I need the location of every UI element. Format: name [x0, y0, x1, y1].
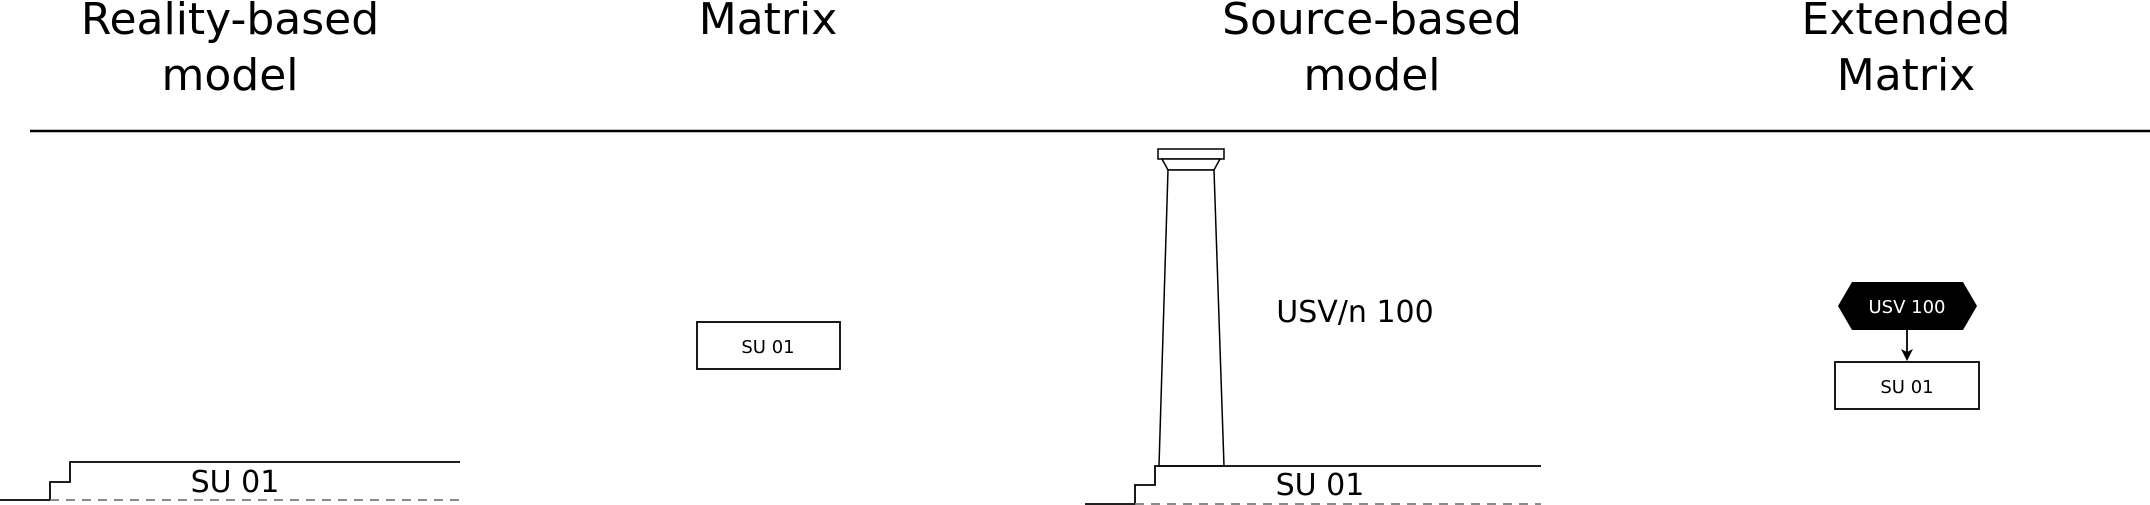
extended-usv-label: USV 100: [1869, 297, 1946, 318]
extended-su-box: [1834, 361, 1980, 410]
source-stratum-line: [1085, 465, 1541, 505]
column-echinus: [1160, 158, 1222, 171]
reality-model-diagram: SU 01: [0, 461, 460, 501]
matrix-su-box: [696, 321, 841, 370]
reality-su-label: SU 01: [191, 465, 280, 500]
source-model-diagram: USV/n 100 SU 01: [1085, 148, 1541, 505]
matrix-su-node: SU 01: [696, 321, 841, 370]
source-usv-label: USV/n 100: [1276, 295, 1433, 330]
column-abacus: [1157, 148, 1225, 160]
extended-su-label: SU 01: [1880, 377, 1933, 398]
column-shaft: [1158, 169, 1225, 467]
extended-matrix-diagram: USV 100 SU 01: [1834, 282, 1980, 410]
source-su-label: SU 01: [1276, 468, 1365, 503]
header-reality-based-model: Reality-based model: [80, 0, 380, 101]
header-source-based-model: Source-based model: [1222, 0, 1522, 101]
header-matrix: Matrix: [698, 0, 838, 45]
reality-stratum-line: [0, 461, 460, 501]
matrix-su-label: SU 01: [741, 337, 794, 358]
header-extended-matrix: Extended Matrix: [1801, 0, 2011, 101]
extended-usv-node: [1838, 282, 1977, 330]
